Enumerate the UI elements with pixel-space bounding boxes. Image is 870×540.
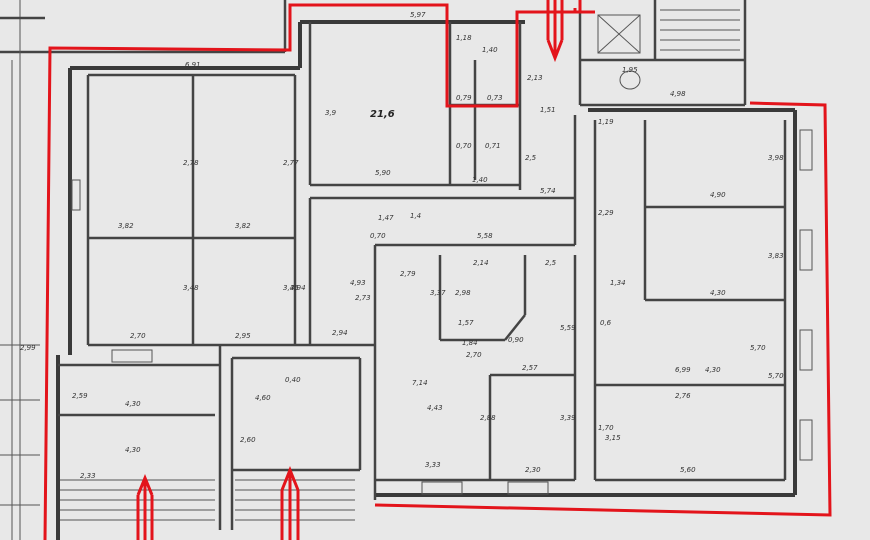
dim-label: 2,70 xyxy=(466,351,482,359)
entrance-arrows xyxy=(136,0,564,540)
dim-label: 5,70 xyxy=(768,372,784,380)
building-walls xyxy=(56,0,797,540)
dim-label: 0,70 xyxy=(370,232,386,240)
stairs-hatching xyxy=(60,9,813,521)
dim-label: 3,45 xyxy=(283,284,299,292)
dim-label: 2,30 xyxy=(525,466,541,474)
dim-label: 1,19 xyxy=(598,118,614,126)
dim-label: 2,5 xyxy=(525,154,537,162)
dim-label: 0,6 xyxy=(600,319,612,327)
dim-label: 6,99 xyxy=(675,366,691,374)
dim-label: 2,73 xyxy=(355,294,371,302)
dim-label: 0,79 xyxy=(456,94,472,102)
dim-label: 2,14 xyxy=(473,259,489,267)
room-area-label: 21,6 xyxy=(370,109,395,120)
dim-label: 3,37 xyxy=(430,289,446,297)
dim-label: 5,58 xyxy=(477,232,493,240)
dim-label: 2,78 xyxy=(183,159,199,167)
dim-label: 4,30 xyxy=(125,446,141,454)
dim-label: 3,33 xyxy=(425,461,441,469)
dim-label: 1,84 xyxy=(462,339,478,347)
dim-label: 2,13 xyxy=(527,74,543,82)
dim-label: 2,70 xyxy=(130,332,146,340)
dim-label: 0,70 xyxy=(456,142,472,150)
entrance-arrow-left xyxy=(136,474,154,540)
dim-label: 0,40 xyxy=(285,376,301,384)
highlight-boundary xyxy=(43,0,832,540)
dim-label: 5,90 xyxy=(375,169,391,177)
dim-label: 5,60 xyxy=(680,466,696,474)
dim-label: 3,15 xyxy=(605,434,621,442)
dim-label: 3,82 xyxy=(235,222,251,230)
dim-label: 1,40 xyxy=(472,176,488,184)
dim-label: 1,4 xyxy=(410,212,421,220)
dim-label: 3,94 xyxy=(290,284,306,292)
dim-label: 4,30 xyxy=(710,289,726,297)
dim-label: 2,29 xyxy=(598,209,614,217)
dim-label: 5,70 xyxy=(750,344,766,352)
dim-label: 0,71 xyxy=(485,142,501,150)
dim-label: 1,34 xyxy=(610,279,626,287)
dim-label: 4,60 xyxy=(255,394,271,402)
dim-label: 2,99 xyxy=(20,344,36,352)
dim-label: 3,82 xyxy=(118,222,134,230)
entrance-arrow-middle xyxy=(280,465,300,540)
dim-label: 5,97 xyxy=(410,11,426,19)
dim-label: 2,57 xyxy=(522,364,538,372)
dim-label: 4,43 xyxy=(427,404,443,412)
dim-label: 5,59 xyxy=(560,324,576,332)
outer-left-structure xyxy=(0,0,287,540)
dim-label: 1,57 xyxy=(458,319,474,327)
dim-label: 1,47 xyxy=(378,214,394,222)
dim-label: 4,30 xyxy=(125,400,141,408)
dim-label: 1,51 xyxy=(540,106,556,114)
dim-label: 1,95 xyxy=(622,66,638,74)
dim-label: 2,33 xyxy=(80,472,96,480)
dim-label: 0,73 xyxy=(487,94,503,102)
dim-label: 1,70 xyxy=(598,424,614,432)
dim-label: 2,94 xyxy=(332,329,348,337)
dim-label: 2,59 xyxy=(72,392,88,400)
dim-label: 7,14 xyxy=(412,379,428,387)
dim-label: 2,5 xyxy=(545,259,557,267)
dim-label: 2,95 xyxy=(235,332,251,340)
dim-label: 1,18 xyxy=(456,34,472,42)
dim-label: 3,83 xyxy=(768,252,784,260)
dim-label: 6,91 xyxy=(185,61,201,69)
dim-label: 0,90 xyxy=(508,336,524,344)
dim-label: 2,60 xyxy=(240,436,256,444)
dim-label: 4,98 xyxy=(670,90,686,98)
dim-label: 3,98 xyxy=(768,154,784,162)
dim-label: 3,39 xyxy=(560,414,576,422)
dim-label: 4,93 xyxy=(350,279,366,287)
dim-label: 2,77 xyxy=(283,159,299,167)
dim-label: 4,90 xyxy=(710,191,726,199)
dim-label: 2,76 xyxy=(675,392,691,400)
dim-label: 1,40 xyxy=(482,46,498,54)
dimension-labels: 5,97 6,91 21,6 3,9 5,90 1,18 1,40 0,79 0… xyxy=(20,11,784,480)
dim-label: 3,48 xyxy=(183,284,199,292)
dim-label: 4,30 xyxy=(705,366,721,374)
dim-label: 2,88 xyxy=(480,414,496,422)
entrance-arrow-top xyxy=(546,0,564,63)
dim-label: 2,79 xyxy=(400,270,416,278)
dim-label: 3,9 xyxy=(325,109,337,117)
dim-label: 5,74 xyxy=(540,187,556,195)
dim-label: 2,98 xyxy=(455,289,471,297)
